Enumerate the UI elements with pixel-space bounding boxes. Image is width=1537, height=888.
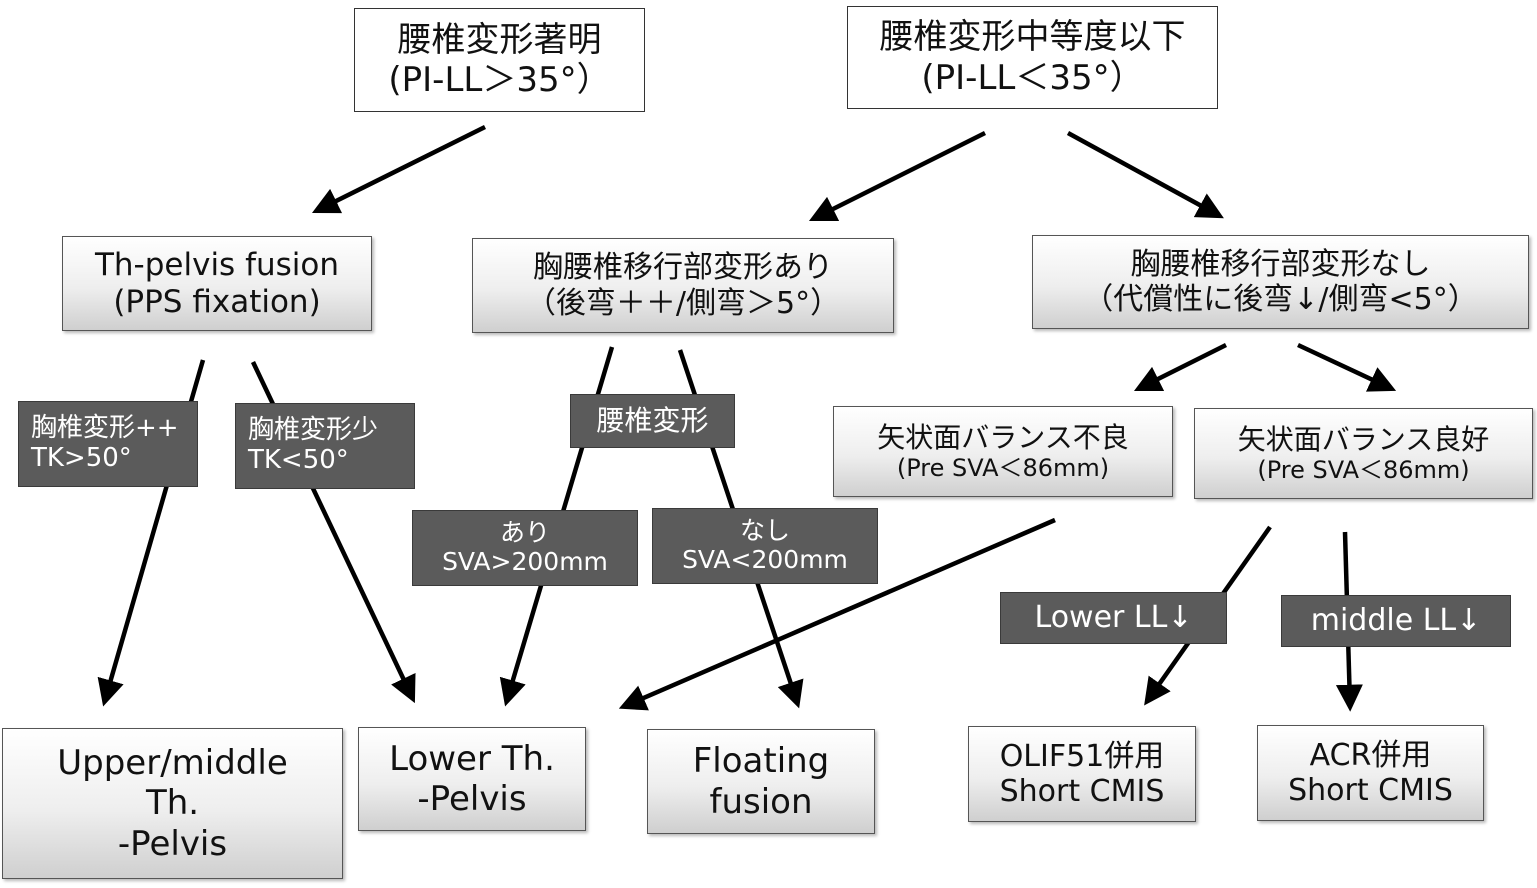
lower-th-line1: Lower Th.: [389, 738, 555, 779]
marked-line1: 腰椎変形著明: [397, 19, 602, 60]
outcome-lower-th-pelvis: Lower Th. -Pelvis: [358, 727, 586, 831]
outcome-acr-short-cmis: ACR併用 Short CMIS: [1257, 725, 1484, 821]
arrow-moderate-to-tl-without: [1066, 131, 1224, 219]
acr-line1: ACR併用: [1309, 737, 1432, 773]
sagittal-balance-poor-box: 矢状面バランス不良 (Pre SVA＜86mm): [833, 406, 1173, 497]
arrow-marked-to-th-pelvis: [311, 124, 487, 214]
th-pelvis-line2: (PPS fixation): [113, 283, 321, 320]
upper-middle-line3: -Pelvis: [117, 823, 228, 864]
olif-line2: Short CMIS: [999, 774, 1165, 809]
tl-deformity-present-box: 胸腰椎移行部変形あり （後弯＋＋/側弯＞5°）: [472, 238, 894, 333]
lumbar-deform-text: 腰椎変形: [596, 403, 709, 437]
acr-line2: Short CMIS: [1288, 773, 1453, 808]
tl-without-line1: 胸腰椎移行部変形なし: [1130, 246, 1431, 282]
label-thoracic-deformity-less: 胸椎変形少 TK<50°: [235, 403, 415, 489]
absent-line1: なし: [739, 516, 790, 546]
arrow-tl-without-to-poor: [1133, 342, 1228, 392]
tl-without-line2: （代償性に後弯↓/側弯<5°）: [1083, 282, 1478, 317]
tl-with-line1: 胸腰椎移行部変形あり: [533, 250, 833, 286]
lower-th-line2: -Pelvis: [417, 779, 527, 819]
floating-line2: fusion: [709, 781, 813, 822]
label-thoracic-deformity-plus: 胸椎変形++ TK>50°: [18, 401, 198, 487]
upper-middle-line1: Upper/middle: [57, 743, 288, 784]
olif-line1: OLIF51併用: [999, 738, 1165, 774]
arrow-moderate-to-tl-with: [808, 130, 987, 222]
label-absent-sva: なし SVA<200mm: [652, 508, 878, 584]
sagittal-good-line1: 矢状面バランス良好: [1237, 422, 1490, 456]
sagittal-poor-line1: 矢状面バランス不良: [877, 420, 1129, 454]
thoracic-plus-line1: 胸椎変形++: [31, 413, 179, 444]
middle-ll-text: middle LL↓: [1310, 602, 1482, 638]
th-pelvis-line1: Th-pelvis fusion: [94, 246, 340, 283]
label-lower-ll: Lower LL↓: [1000, 592, 1227, 644]
sagittal-balance-good-box: 矢状面バランス良好 (Pre SVA＜86mm): [1194, 408, 1533, 499]
tl-deformity-absent-box: 胸腰椎移行部変形なし （代償性に後弯↓/側弯<5°）: [1032, 235, 1529, 329]
label-present-sva: あり SVA>200mm: [412, 510, 638, 586]
present-line1: あり: [499, 518, 550, 548]
upper-middle-line2: Th.: [145, 783, 200, 824]
thoracic-plus-line2: TK>50°: [31, 443, 132, 473]
arrow-poor-to-lower-th: [618, 517, 1056, 711]
label-middle-ll: middle LL↓: [1281, 595, 1511, 647]
thoracic-less-line1: 胸椎変形少: [248, 415, 379, 446]
sagittal-poor-line2: (Pre SVA＜86mm): [896, 453, 1110, 482]
moderate-line2: (PI-LL＜35°）: [921, 57, 1144, 98]
marked-lumbar-deformity-box: 腰椎変形著明 (PI-LL＞35°）: [354, 8, 645, 112]
outcome-upper-middle-th-pelvis: Upper/middle Th. -Pelvis: [2, 728, 343, 879]
moderate-lumbar-deformity-box: 腰椎変形中等度以下 (PI-LL＜35°）: [847, 6, 1218, 109]
outcome-floating-fusion: Floating fusion: [647, 729, 875, 834]
lower-ll-text: Lower LL↓: [1034, 599, 1193, 635]
outcome-olif51-short-cmis: OLIF51併用 Short CMIS: [968, 726, 1196, 822]
present-line2: SVA>200mm: [442, 547, 608, 576]
th-pelvis-fusion-box: Th-pelvis fusion (PPS fixation): [62, 236, 372, 331]
sagittal-good-line2: (Pre SVA＜86mm): [1257, 455, 1470, 484]
thoracic-less-line2: TK<50°: [248, 445, 349, 475]
floating-line1: Floating: [692, 741, 830, 782]
absent-line2: SVA<200mm: [682, 545, 848, 574]
arrow-tl-without-to-good: [1297, 342, 1397, 392]
marked-line2: (PI-LL＞35°）: [388, 60, 611, 100]
tl-with-line2: （後弯＋＋/側弯＞5°）: [525, 285, 841, 321]
moderate-line1: 腰椎変形中等度以下: [879, 17, 1186, 58]
label-lumbar-deformity: 腰椎変形: [570, 394, 735, 448]
